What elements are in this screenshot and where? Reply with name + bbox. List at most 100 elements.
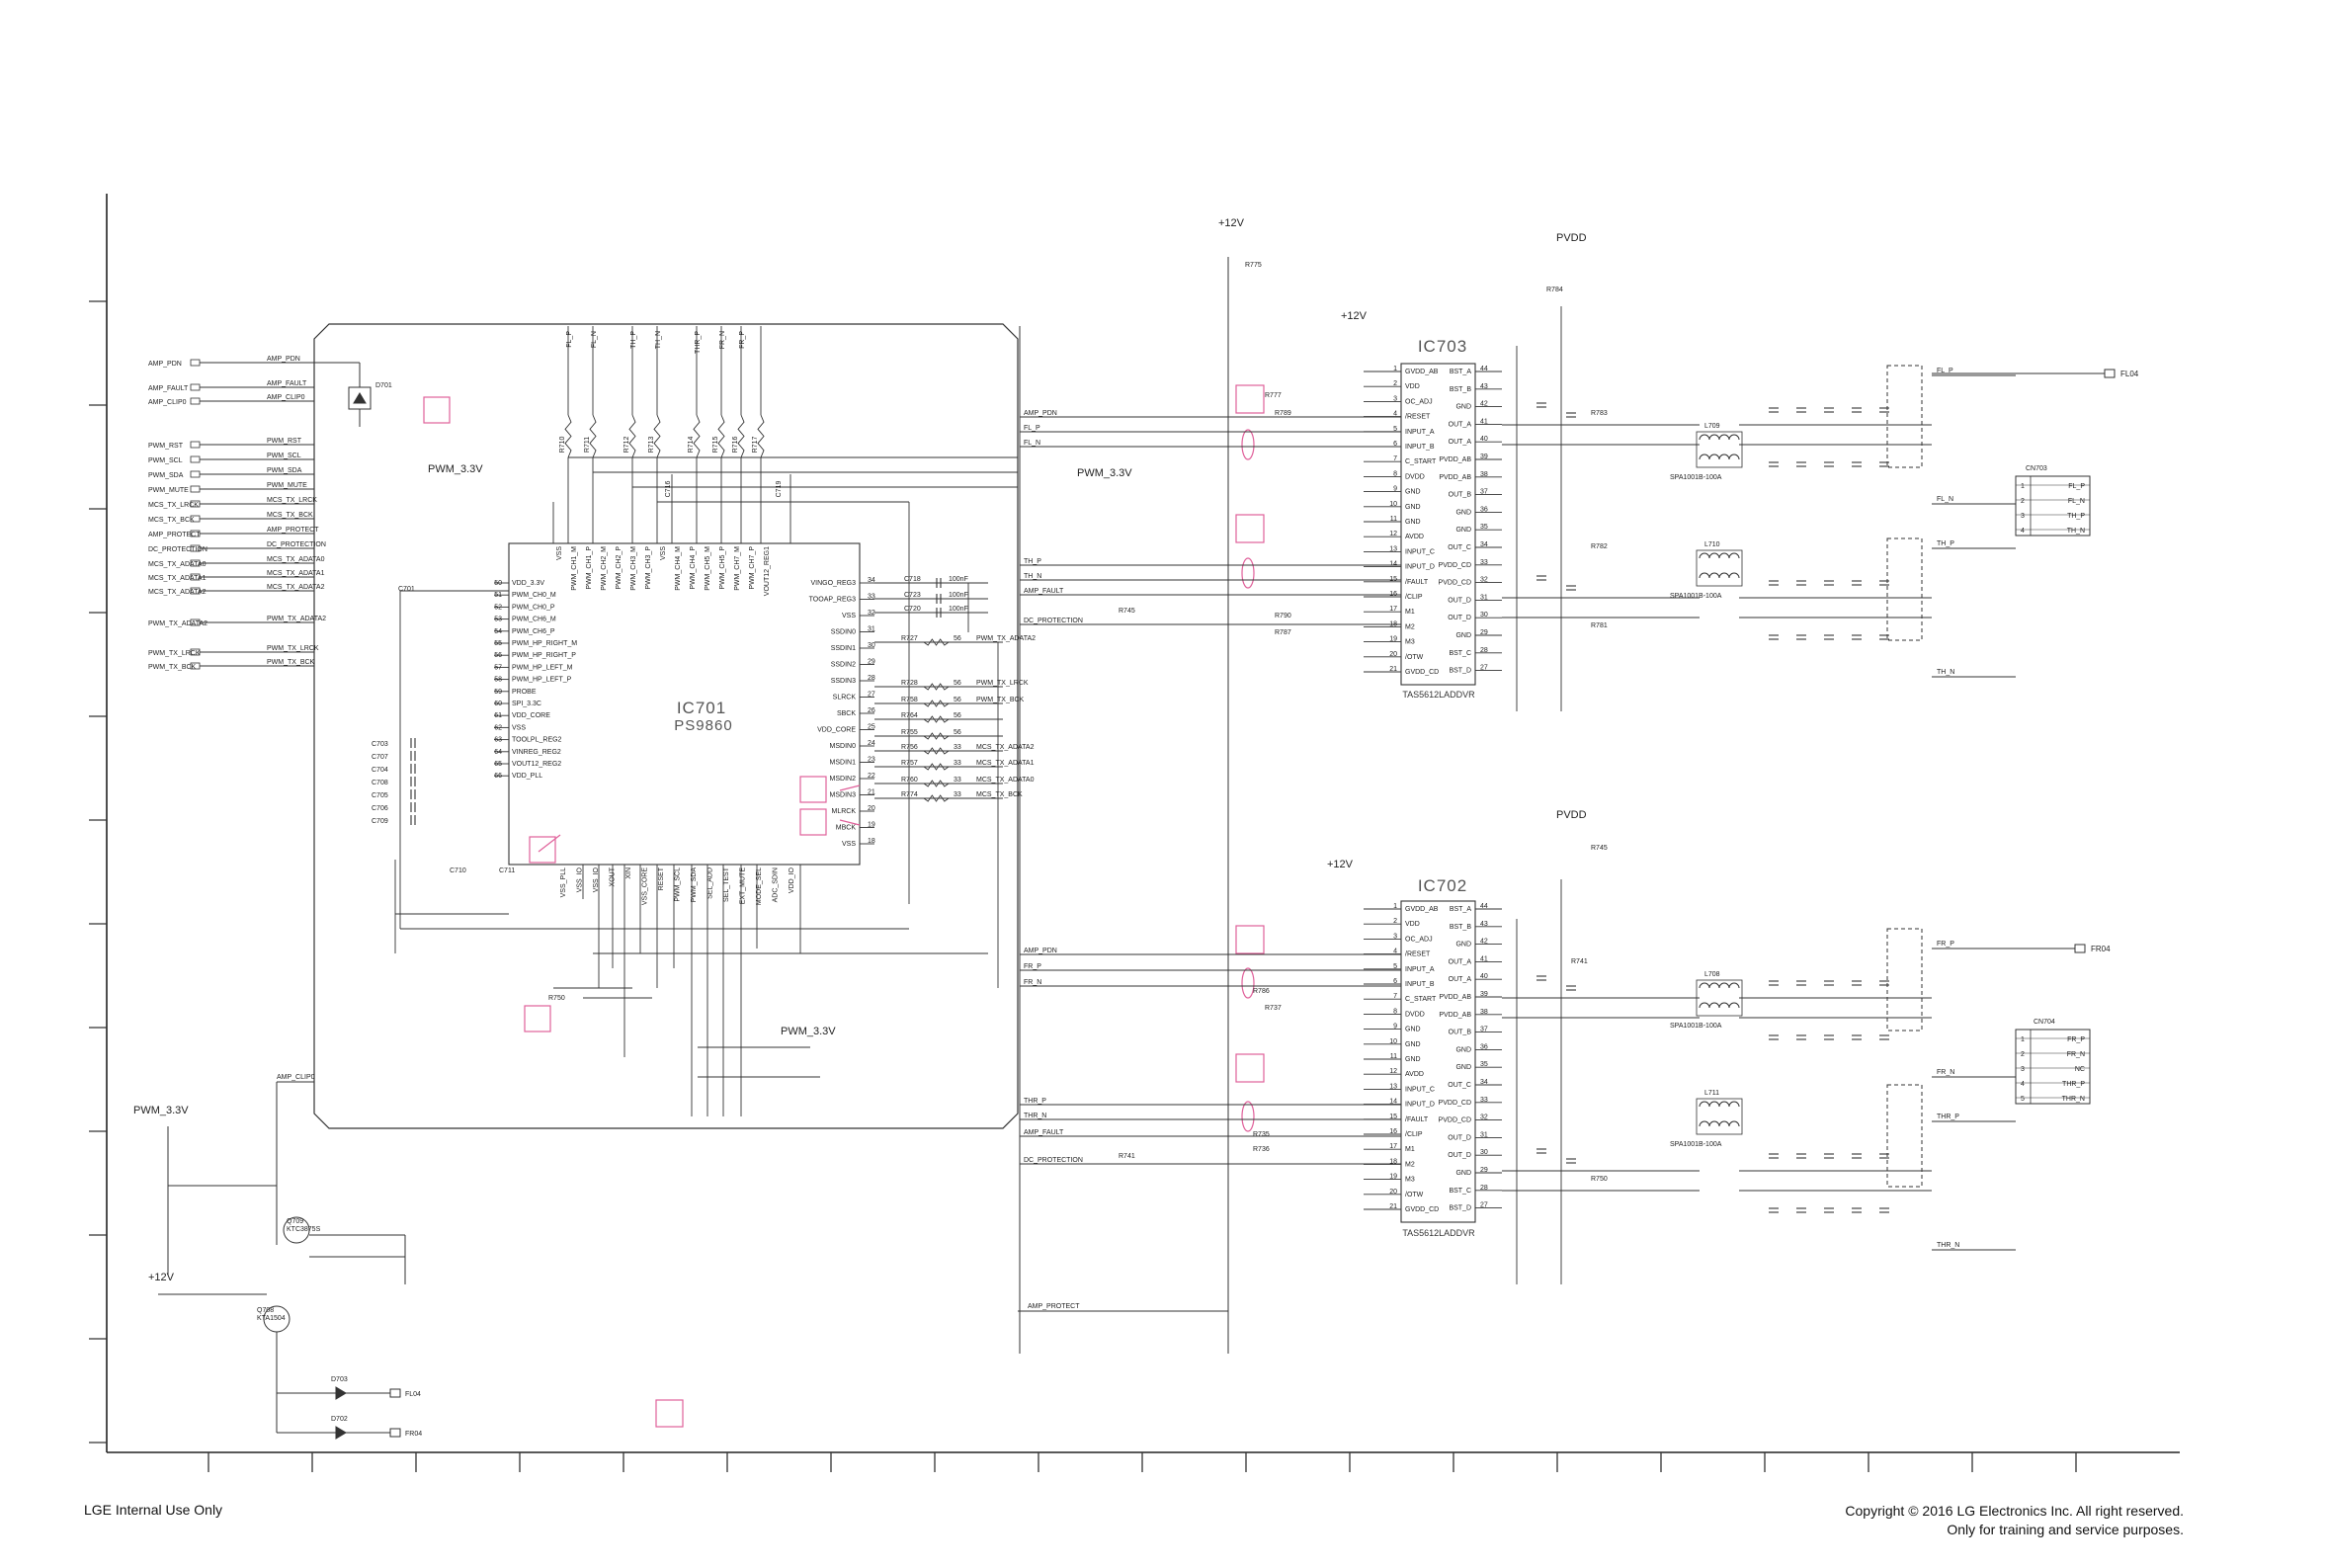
ic701-left-pin-num: 64	[494, 749, 502, 756]
ic701-left-pin: VDD_3.3V	[512, 580, 544, 587]
ic701-right-resistor-label: R774	[901, 791, 918, 798]
fl04-output	[1932, 369, 2116, 378]
connector-pin-num: 4	[2021, 528, 2025, 535]
inductor-spec: SPA1001B-100A	[1670, 1023, 1722, 1030]
left-net-inner-label: PWM_RST	[267, 438, 302, 445]
scattered-resistor-label: R783	[1591, 410, 1608, 417]
ic701-right-pin-num: 22	[868, 773, 875, 780]
left-net-inner-label: MCS_TX_BCK	[267, 512, 313, 519]
amp-left-pin-num: 9	[1393, 486, 1397, 493]
amp-output-net-label: FR_N	[1937, 1069, 1954, 1076]
d703-label: D703	[331, 1376, 348, 1383]
connector-pin-name: THR_P	[2062, 1081, 2085, 1088]
cn704-label: CN704	[2034, 1019, 2055, 1026]
ic701-left-pin-num: 51	[494, 592, 502, 599]
amp-right-pin: BST_A	[1450, 906, 1472, 913]
amp-left-pin-num: 1	[1393, 366, 1397, 372]
left-net-mcs-tx-adata0: MCS_TX_ADATA0	[148, 561, 207, 568]
amp-left-pin: /CLIP	[1405, 1131, 1423, 1138]
fr04-label: FR04	[2091, 945, 2111, 953]
protection-circuit	[158, 1081, 406, 1440]
amp-left-pin: GND	[1405, 504, 1421, 511]
amp-right-pin-num: 43	[1480, 383, 1488, 390]
amp-right-pin: OUT_D	[1448, 1134, 1471, 1141]
amp-input-net-label: THR_P	[1024, 1098, 1046, 1105]
amp-left-pin-num: 19	[1389, 1174, 1397, 1181]
ic701-right-pin: MBCK	[836, 825, 857, 832]
amp-right-pin-num: 35	[1480, 524, 1488, 531]
amp-right-pin: GND	[1455, 509, 1471, 516]
ic701-left-pin: PWM_CH0_M	[512, 592, 556, 599]
ic701-top-net-label: FL_N	[591, 331, 598, 348]
ic701-top-net-label: TH_P	[630, 331, 637, 349]
ic701-left-pin-num: 66	[494, 773, 502, 780]
amp-left-pin-num: 7	[1393, 455, 1397, 462]
amp-left-pin: GVDD_AB	[1405, 369, 1439, 375]
ic701-right-resistor-value: 56	[954, 697, 961, 703]
amp-left-pin-num: 5	[1393, 426, 1397, 433]
amp-right-pin: PVDD_AB	[1439, 474, 1471, 481]
amp-right-pin-num: 44	[1480, 903, 1488, 910]
ic701-right-pin-num: 24	[868, 740, 875, 747]
ic701-right-resistor-label: R757	[901, 760, 918, 767]
amp-left-pin-num: 14	[1389, 561, 1397, 568]
ic701-top-pin: PWM_CH5_M	[705, 546, 711, 591]
scattered-resistor-label: R790	[1275, 613, 1291, 619]
connector-pin-num: 1	[2021, 1036, 2025, 1043]
ic701-right-pin: SSDIN3	[831, 678, 856, 685]
ic701-right-resistor-label: R728	[901, 680, 918, 687]
ic701-left-pin-num: 53	[494, 617, 502, 623]
amp-left-pin: OC_ADJ	[1405, 936, 1433, 943]
left-net-pwm-scl: PWM_SCL	[148, 457, 183, 464]
amp-right-pin-num: 43	[1480, 921, 1488, 928]
resistor-labels: R775R777R789R790R787R786R737R735R736R784…	[548, 262, 1608, 1183]
ic701-top-net-label: FR_N	[719, 331, 726, 349]
amp-right-pin-num: 29	[1480, 629, 1488, 636]
amp-right-pin: PVDD_CD	[1439, 1100, 1471, 1107]
connector-pin-name: FR_P	[2067, 1036, 2085, 1043]
ic701-right-pin-num: 29	[868, 659, 875, 666]
ic701-bottom-wiring	[394, 860, 988, 1116]
ic701-bottom-pin: ADC_SDIN	[773, 867, 780, 902]
amp-left-pin-num: 4	[1393, 411, 1397, 418]
amp-left-pin-num: 21	[1389, 666, 1397, 673]
connector-pin-name: TH_N	[2067, 528, 2085, 535]
ic701-top-net-label: THR_P	[695, 331, 702, 354]
ic701-right-resistor-value: 33	[954, 760, 961, 767]
amp-right-pin-num: 39	[1480, 991, 1488, 998]
amp-left-pin: GVDD_CD	[1405, 669, 1439, 676]
ic701-left-pin-num: 61	[494, 712, 502, 719]
ic701-left-cap-label: C709	[372, 818, 388, 825]
ic701-right-resistor-label: R755	[901, 729, 918, 736]
ic701-left-pin: PWM_HP_LEFT_M	[512, 664, 573, 671]
ic701-top-pin: PWM_CH7_P	[749, 546, 756, 590]
amp-right-pin-num: 31	[1480, 594, 1488, 601]
connector-pin-name: TH_P	[2067, 513, 2085, 520]
amp-right-pin-num: 32	[1480, 577, 1488, 584]
amp-left-pin-num: 13	[1389, 545, 1397, 552]
v12-left-label: +12V	[148, 1272, 175, 1283]
ic701-bottom-pin: XIN	[625, 867, 632, 879]
fr04-prot-label: FR04	[405, 1431, 422, 1438]
amp-right-pin: OUT_D	[1448, 597, 1471, 604]
ic701-left-cap-label: C707	[372, 754, 388, 761]
ic702-input-nets: AMP_PDNFR_PFR_NTHR_PTHR_NAMP_FAULTDC_PRO…	[1020, 948, 1401, 1165]
ic701-left-pin: TOOLPL_REG2	[512, 737, 562, 744]
amp-left-pin: INPUT_D	[1405, 564, 1435, 571]
scattered-resistor-label: R784	[1546, 287, 1563, 293]
ic701-right-cap-label: C723	[904, 592, 921, 599]
amp-left-pin-num: 5	[1393, 963, 1397, 970]
ic701-left-pin-num: 62	[494, 724, 502, 731]
amp-right-pin: OUT_C	[1448, 1082, 1471, 1089]
ic702-left-pins: GVDD_AB1VDD2OC_ADJ3/RESET4INPUT_A5INPUT_…	[1364, 903, 1439, 1213]
ic701-right-cap-value: 100nF	[949, 576, 968, 583]
amp-right-pin: OUT_B	[1449, 1030, 1472, 1036]
amp-right-pin-num: 34	[1480, 541, 1488, 548]
footer-internal-use: LGE Internal Use Only	[84, 1502, 223, 1518]
ic701-right-pin: VSS	[842, 613, 856, 619]
amp-right-pin-num: 35	[1480, 1061, 1488, 1068]
scattered-resistor-label: R782	[1591, 543, 1608, 550]
ic702-ref: IC702	[1418, 876, 1467, 895]
